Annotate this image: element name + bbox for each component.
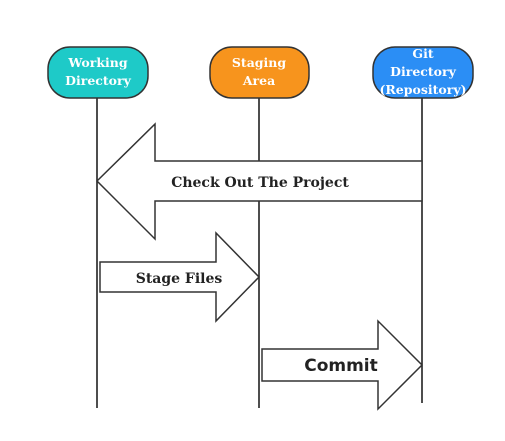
git-directory-label-line3: (Repository)	[380, 82, 467, 97]
working-directory-node: Working Directory	[47, 46, 149, 99]
checkout-arrow: Check Out The Project	[95, 122, 423, 241]
staging-area-label-line2: Area	[242, 73, 275, 88]
working-directory-label-line1: Working	[67, 55, 127, 70]
checkout-arrow-label: Check Out The Project	[171, 175, 349, 191]
commit-arrow: Commit	[261, 319, 424, 411]
git-directory-node: Git Directory (Repository)	[372, 46, 474, 99]
staging-area-node: Staging Area	[209, 46, 310, 99]
working-directory-label-line2: Directory	[65, 73, 131, 88]
staging-area-label-line1: Staging	[232, 55, 286, 70]
staging-area-box	[209, 46, 310, 99]
git-directory-label-line2: Directory	[390, 64, 456, 79]
git-directory-box	[372, 46, 474, 99]
working-directory-box	[47, 46, 149, 99]
commit-arrow-shape	[261, 319, 424, 411]
stage-files-arrow: Stage Files	[99, 231, 261, 323]
checkout-arrow-shape	[95, 122, 423, 241]
stage-files-arrow-label: Stage Files	[136, 271, 223, 287]
commit-arrow-label: Commit	[304, 356, 378, 376]
stage-files-arrow-shape	[99, 231, 261, 323]
git-directory-label-line1: Git	[412, 46, 433, 61]
